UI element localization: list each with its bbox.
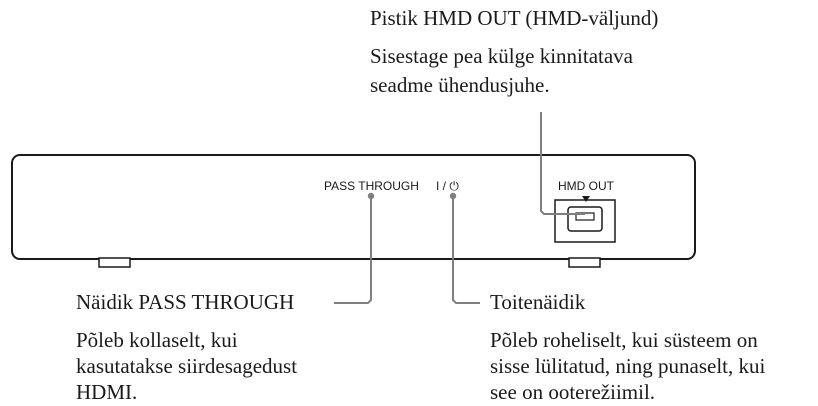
- hmd-out-leader: [540, 112, 585, 215]
- hmd-out-callout-desc-line-2: seadme ühendusjuhe.: [370, 73, 550, 97]
- pass-through-callout-title: Näidik PASS THROUGH: [76, 290, 295, 314]
- hmd-out-device-label: HMD OUT: [558, 179, 614, 193]
- power-leader: [452, 196, 480, 304]
- pass-through-leader: [334, 196, 372, 304]
- hmd-out-callout-title: Pistik HMD OUT (HMD-väljund): [370, 6, 659, 30]
- device-foot-right: [568, 257, 601, 268]
- power-callout-desc-line-2: sisse lülitatud, ning punaselt, kui: [490, 354, 766, 378]
- pass-through-callout-desc-line-2: kasutatakse siirdesagedust: [76, 354, 298, 378]
- power-callout-desc-line-1: Põleb roheliselt, kui süsteem on: [490, 328, 758, 352]
- pass-through-device-label: PASS THROUGH: [324, 179, 419, 193]
- device-foot-left: [98, 257, 131, 268]
- power-callout-desc-line-3: see on ooterežiimil.: [490, 380, 656, 404]
- device-body: [11, 154, 696, 260]
- pass-through-callout-desc-line-3: HDMI.: [76, 380, 138, 404]
- hmd-out-callout-desc-line-1: Sisestage pea külge kinnitatava: [370, 44, 634, 68]
- hmd-out-marker-icon: [582, 196, 590, 202]
- power-callout-title: Toitenäidik: [490, 290, 586, 314]
- power-device-label: I / ⏻: [436, 179, 459, 193]
- pass-through-callout-desc-line-1: Põleb kollaselt, kui: [76, 328, 238, 352]
